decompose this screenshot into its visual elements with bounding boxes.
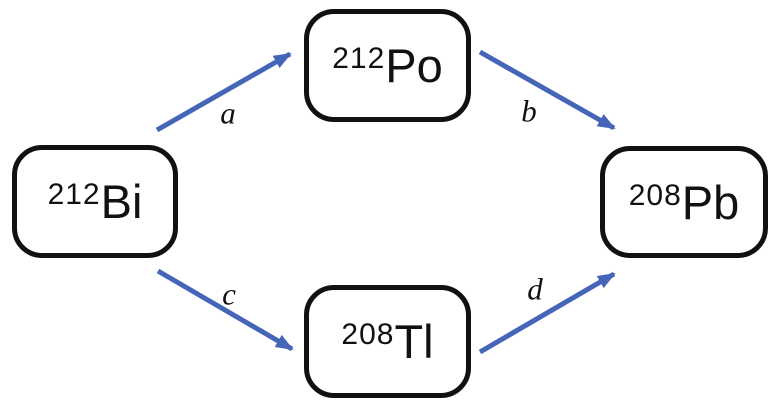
edge-label-d: d	[527, 271, 543, 307]
element-symbol: Pb	[681, 175, 740, 229]
node-lead-208: 208Pb	[600, 146, 768, 258]
element-symbol: Bi	[100, 175, 143, 228]
edge-label-b: b	[521, 93, 537, 129]
node-thallium-208: 208Tl	[304, 285, 471, 398]
node-polonium-212: 212Po	[304, 9, 471, 122]
element-symbol: Po	[385, 39, 443, 92]
mass-number: 212	[47, 178, 101, 211]
isotope-label: 208Tl	[341, 318, 433, 365]
edge-label-a: a	[220, 95, 236, 131]
element-symbol: Tl	[394, 315, 434, 368]
arrow-d-tl-to-pb	[478, 271, 616, 355]
node-bismuth-212: 212Bi	[12, 145, 178, 258]
edge-label-c: c	[222, 276, 236, 312]
mass-number: 212	[332, 42, 386, 75]
isotope-label: 212Bi	[48, 178, 143, 225]
arrow-c-bi-to-tl	[156, 268, 294, 352]
isotope-label: 208Pb	[629, 179, 740, 226]
arrow-b-po-to-pb	[478, 49, 616, 131]
isotope-label: 212Po	[332, 42, 443, 89]
mass-number: 208	[341, 318, 395, 351]
arrow-a-bi-to-po	[155, 51, 292, 133]
mass-number: 208	[628, 178, 682, 212]
